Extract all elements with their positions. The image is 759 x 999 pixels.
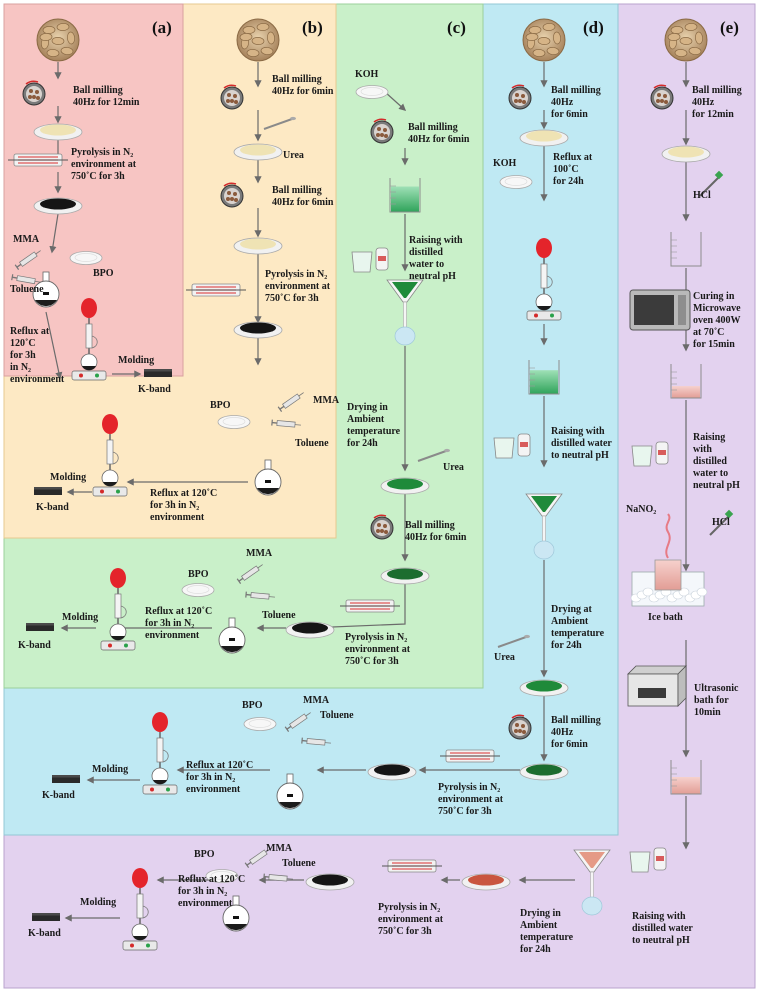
wash-bottle-icon — [494, 434, 530, 458]
wash-bottle-icon — [632, 442, 668, 466]
tube-furnace-icon — [186, 284, 246, 296]
petri-dish-icon — [182, 584, 214, 597]
tube-furnace-icon — [440, 750, 500, 762]
panel-label-c: (c) — [447, 18, 466, 37]
step-label-steps-d-bpo: BPO — [242, 700, 263, 711]
tube-furnace-icon — [382, 860, 442, 872]
milled-green-powder-icon — [381, 568, 429, 584]
step-label-steps-c-bpo: BPO — [188, 569, 209, 580]
char-powder-icon — [286, 622, 334, 638]
nut-urea-powder-icon — [234, 144, 282, 160]
step-label-steps-c-urea: Urea — [443, 462, 464, 473]
step-label-steps-e-hcl1: HCl — [693, 190, 711, 201]
step-label-steps-c-molding: Molding — [62, 612, 98, 623]
green-powder-icon — [520, 680, 568, 696]
peanut-shells-icon — [237, 19, 279, 61]
panel-label-d: (d) — [583, 18, 604, 37]
panel-label-e: (e) — [720, 18, 739, 37]
step-label-steps-b-urea: Urea — [283, 150, 304, 161]
petri-dish-icon — [218, 416, 250, 429]
k-band-sample-icon — [26, 623, 54, 631]
red-powder-icon — [462, 874, 510, 890]
milled-green-powder-icon — [520, 764, 568, 780]
nut-powder-icon — [662, 146, 710, 162]
nut-powder-icon — [520, 130, 568, 146]
step-label-steps-c-kband: K-band — [18, 640, 51, 651]
step-label-steps-c-koh: KOH — [355, 69, 379, 80]
step-label-steps-d-toluene: Toluene — [320, 710, 354, 721]
green-powder-icon — [381, 478, 429, 494]
tube-furnace-icon — [340, 600, 400, 612]
char-powder-icon — [34, 198, 82, 214]
wash-bottle-icon — [352, 248, 388, 272]
k-band-sample-icon — [144, 369, 172, 377]
panel-label-a: (a) — [152, 18, 172, 37]
peanut-shells-icon — [665, 19, 707, 61]
step-label-steps-e-nano2: NaNO₂ — [626, 504, 656, 515]
panel-a-background — [4, 4, 183, 376]
step-label-steps-d-urea: Urea — [494, 652, 515, 663]
step-label-steps-b-toluene: Toluene — [295, 438, 329, 449]
step-label-steps-e-toluene: Toluene — [282, 858, 316, 869]
microwave-oven-icon — [630, 290, 690, 330]
step-label-steps-c-mma: MMA — [246, 548, 273, 559]
step-label-steps-b-mma: MMA — [313, 395, 340, 406]
step-label-steps-e-hcl2: HCl — [712, 517, 730, 528]
step-label-steps-e-mma: MMA — [266, 843, 293, 854]
step-label-steps-b-kband: K-band — [36, 502, 69, 513]
ultrasonic-bath-icon — [628, 666, 686, 706]
k-band-sample-icon — [52, 775, 80, 783]
step-label-steps-e-bpo: BPO — [194, 849, 215, 860]
k-band-sample-icon — [34, 487, 62, 495]
step-label-steps-a-kband: K-band — [138, 384, 171, 395]
step-label-steps-a-toluene: Toluene — [10, 284, 44, 295]
peanut-shells-icon — [523, 19, 565, 61]
tube-furnace-icon — [8, 154, 68, 166]
step-label-steps-a-bpo: BPO — [93, 268, 114, 279]
step-label-steps-c-toluene: Toluene — [262, 610, 296, 621]
step-label-steps-d-kband: K-band — [42, 790, 75, 801]
nut-powder-icon — [34, 124, 82, 140]
char-powder-icon — [368, 764, 416, 780]
petri-dish-icon — [500, 176, 532, 189]
step-label-steps-a-mma: MMA — [13, 234, 40, 245]
panel-label-b: (b) — [302, 18, 323, 37]
step-label-steps-e-molding: Molding — [80, 897, 116, 908]
char-powder-icon — [234, 322, 282, 338]
char-powder-icon — [306, 874, 354, 890]
step-label-steps-d-molding: Molding — [92, 764, 128, 775]
milled-powder-icon — [234, 238, 282, 254]
step-label-steps-d-mma: MMA — [303, 695, 330, 706]
petri-dish-icon — [244, 718, 276, 731]
step-label-steps-d-koh: KOH — [493, 158, 517, 169]
step-label-steps-e-kband: K-band — [28, 928, 61, 939]
petri-dish-icon — [356, 86, 388, 99]
step-label-steps-b-bpo: BPO — [210, 400, 231, 411]
step-label-steps-b-molding: Molding — [50, 472, 86, 483]
step-label-steps-e-ice: Ice bath — [648, 612, 683, 623]
peanut-shells-icon — [37, 19, 79, 61]
step-label-steps-a-molding: Molding — [118, 355, 154, 366]
petri-dish-icon — [70, 252, 102, 265]
k-band-sample-icon — [32, 913, 60, 921]
